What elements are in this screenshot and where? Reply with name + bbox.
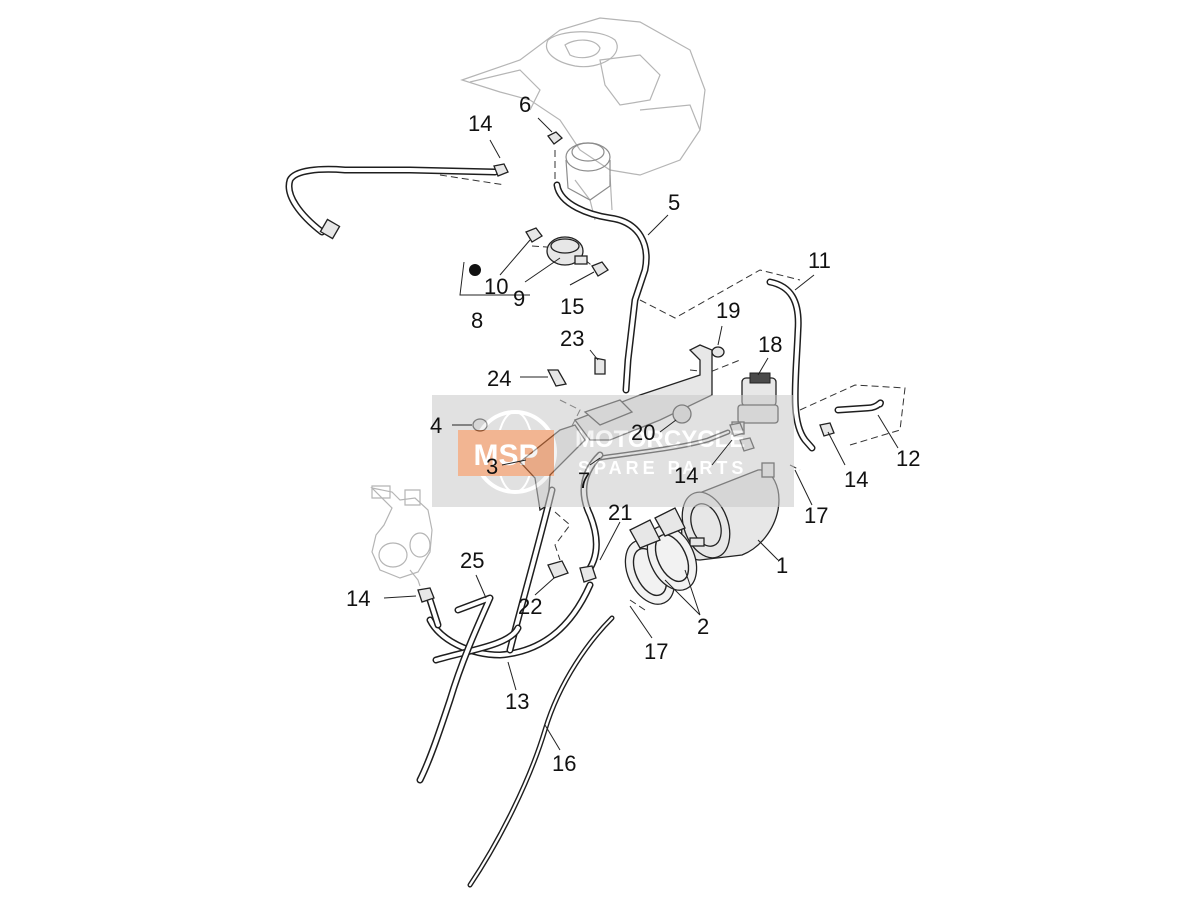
callout-25: 25 — [460, 548, 484, 573]
callout-2: 2 — [697, 614, 709, 639]
callout-labels: 6 14 5 11 10 9 15 8 19 23 18 24 4 20 3 7… — [346, 92, 920, 776]
callout-22: 22 — [518, 594, 542, 619]
callout-16: 16 — [552, 751, 576, 776]
callout-21: 21 — [608, 500, 632, 525]
canister-clamps — [624, 507, 698, 605]
callout-23: 23 — [560, 326, 584, 351]
callout-11: 11 — [808, 248, 831, 273]
callout-14-left: 14 — [346, 586, 370, 611]
callout-24: 24 — [487, 366, 511, 391]
leader-lines — [383, 117, 899, 751]
fuel-tank-ghost — [460, 17, 706, 221]
callout-3: 3 — [486, 454, 498, 479]
hose-5 — [553, 181, 650, 394]
callout-13: 13 — [505, 689, 529, 714]
watermark-overlay: MSP MOTORCYCLE SPARE PARTS — [432, 395, 794, 507]
callout-20: 20 — [631, 420, 655, 445]
fuel-tap-ghost — [370, 485, 433, 587]
callout-7: 7 — [578, 468, 590, 493]
hose-tap-outlet — [426, 596, 442, 629]
watermark-line-1: MOTORCYCLE — [575, 426, 745, 453]
hose-25 — [416, 594, 494, 784]
vent-hose-upper — [285, 165, 499, 276]
rollover-valve — [546, 236, 588, 266]
callout-6: 6 — [519, 92, 531, 117]
callout-17-lower: 17 — [644, 639, 668, 664]
callout-12: 12 — [896, 446, 920, 471]
hose-clips — [319, 131, 609, 277]
callout-9: 9 — [513, 286, 525, 311]
callout-18: 18 — [758, 332, 782, 357]
filler-cap — [565, 142, 611, 201]
callout-14-right: 14 — [844, 467, 868, 492]
hose-16 — [467, 615, 615, 888]
callout-14-mid: 14 — [674, 463, 698, 488]
watermark-logo-text: MSP — [473, 439, 538, 472]
callout-15: 15 — [560, 294, 584, 319]
callout-10: 10 — [484, 274, 508, 299]
callout-17-right: 17 — [804, 503, 828, 528]
callout-19: 19 — [716, 298, 740, 323]
callout-1: 1 — [776, 553, 788, 578]
elbow-hose-12 — [819, 399, 884, 437]
callout-4: 4 — [430, 413, 442, 438]
callout-5: 5 — [668, 190, 680, 215]
hose-11 — [766, 278, 816, 452]
callout-14-top: 14 — [468, 111, 492, 136]
callout-8: 8 — [471, 308, 483, 333]
hose-13 — [426, 486, 594, 664]
watermark-line-2: SPARE PARTS — [578, 458, 747, 478]
watermark-logo-box — [458, 430, 554, 476]
